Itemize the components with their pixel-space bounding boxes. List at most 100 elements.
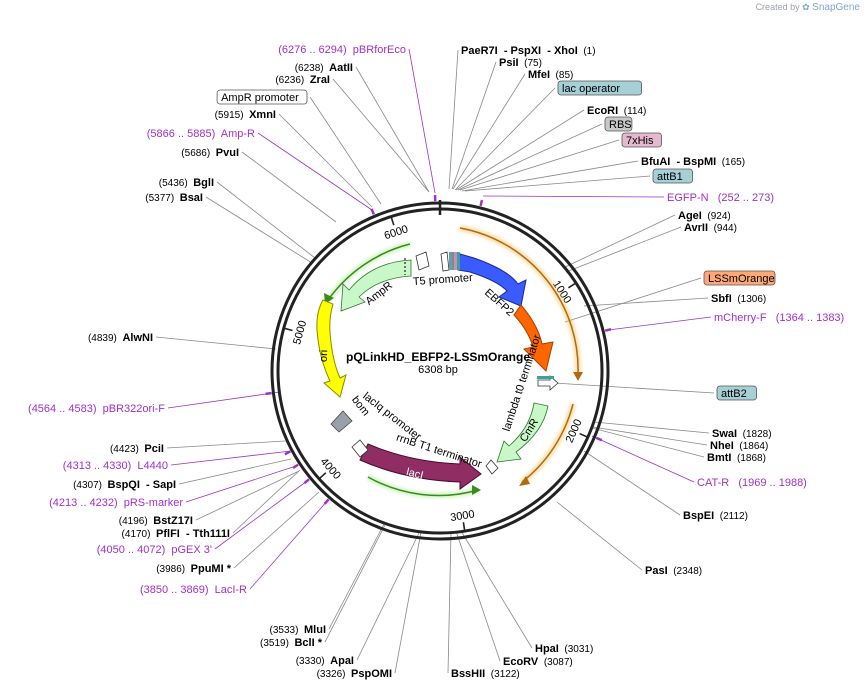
feature-ori (316, 299, 347, 398)
leader-sbfi (583, 297, 709, 307)
label-parts-paer7i: PaeR7I - PspXI - XhoI (1) (461, 45, 596, 57)
leader-aatii (355, 66, 430, 193)
hpai-part-1: (3031) (559, 644, 593, 655)
tick-2000 (579, 432, 589, 438)
aatii-part-1: AatII (329, 62, 353, 74)
label-bspei: BspEI (2112) (683, 510, 748, 522)
leader-xmni (278, 113, 373, 208)
bstz17i-text: (4196) BstZ17I (119, 515, 193, 527)
label-bfuai: BfuAI - BspMI (165) (641, 156, 745, 168)
ampr-promoter-box-text: AmpR promoter (221, 92, 299, 104)
leader-l4440 (170, 450, 292, 466)
sbfi-text: SbfI (1306) (711, 293, 766, 305)
pcii-part-1: PciI (144, 443, 164, 455)
leader-nhei (592, 426, 708, 446)
label-sbfi: SbfI (1306) (711, 293, 766, 305)
label-lssmorange-box: LSSmOrange (703, 270, 776, 286)
label-pbrforeco: (6276 .. 6294) pBRforEco (278, 44, 406, 56)
parts-paer7i-part-1: - PspXI (498, 45, 541, 57)
leader-bfuai (461, 160, 639, 192)
primer-mark-pbr322ori-f (265, 391, 272, 396)
orf-arc-cmr-line (521, 403, 574, 483)
label-prs-marker: (4213 .. 4232) pRS-marker (49, 497, 183, 509)
bcli-part-0: (3519) (260, 638, 294, 649)
attb2-box (716, 385, 757, 401)
label-bmti: BmtI (1868) (707, 452, 766, 464)
bsshii-text: BssHII (3122) (451, 668, 520, 680)
leader-apai (356, 530, 421, 661)
label-bsshii: BssHII (3122) (451, 668, 520, 680)
pbr322ori-f-text: (4564 .. 4583) pBR322ori-F (28, 403, 165, 415)
label-swai: SwaI (1828) (712, 428, 772, 440)
bstz17i-part-1: BstZ17I (153, 515, 193, 527)
bsshii-part-1: (3122) (485, 669, 519, 680)
label-aatii: (6238) AatII (295, 62, 353, 74)
pvui-text: (5686) PvuI (181, 147, 239, 159)
aatii-part-0: (6238) (295, 63, 329, 74)
site-labels: PaeR7I - PspXI - XhoI (1)PsiI (75)MfeI (… (28, 44, 844, 680)
attb1-text: attB1 (657, 171, 683, 183)
feature-ampr-promoter (415, 251, 430, 271)
l4440-text: (4313 .. 4330) L4440 (63, 460, 168, 472)
apai-part-0: (3330) (296, 656, 330, 667)
label-alwni: (4839) AlwNI (88, 332, 153, 344)
apai-part-1: ApaI (330, 655, 354, 667)
avrii-part-1: (944) (708, 223, 737, 234)
label-laci-r: (3850 .. 3869) LacI-R (140, 584, 247, 596)
label-amp-r: (5866 .. 5885) Amp-R (147, 128, 255, 140)
cat-r-text: CAT-R (1969 .. 1988) (697, 477, 807, 489)
bsai-text: (5377) BsaI (145, 192, 203, 204)
pflfi-part-1: PflFI (156, 528, 180, 540)
leader-attb1 (464, 175, 651, 192)
leader-mcherry-f (607, 316, 712, 331)
ecorv-part-0: EcoRV (503, 656, 539, 668)
label-pbr322ori-f: (4564 .. 4583) pBR322ori-F (28, 403, 165, 415)
mlui-text: (3533) MluI (270, 624, 326, 636)
leader-ecorv (455, 530, 501, 662)
leader-pbrforeco (408, 48, 436, 194)
feature-attb1 (457, 252, 460, 270)
plasmid-size: 6308 bp (418, 364, 458, 376)
his7-text: 7xHis (626, 135, 654, 147)
ecori-text: EcoRI (114) (587, 105, 646, 117)
primer-marks (265, 195, 612, 505)
bfuai-part-0: BfuAI (641, 156, 670, 168)
label-t5-promoter: T5 promoter (412, 272, 473, 288)
label-l4440: (4313 .. 4330) L4440 (63, 460, 168, 472)
parts-paer7i-part-3: (1) (578, 46, 596, 57)
feature-attb2-mark (537, 376, 554, 379)
label-cat-r: CAT-R (1969 .. 1988) (697, 477, 807, 489)
pbrforeco-text: (6276 .. 6294) pBRforEco (278, 44, 406, 56)
primer-mark-amp-r (370, 208, 376, 215)
label-pspomi: (3326) PspOMI (317, 668, 392, 680)
primer-mark-prs-marker (292, 463, 299, 469)
orf-arc-cmr-arrowhead (519, 476, 530, 486)
agei-text: AgeI (924) (678, 210, 731, 222)
label-avrii: AvrII (944) (684, 222, 737, 234)
bspqi-part-0: (4307) (73, 480, 107, 491)
tick-label-4000: 4000 (318, 456, 343, 482)
ppumi-part-1: PpuMI * (191, 563, 232, 575)
leader-laci-r (249, 499, 329, 590)
feature-lambda-t0-terminator (537, 375, 559, 391)
orf-arc-ebfp2-lss-line (459, 227, 579, 376)
parts-paer7i-text: PaeR7I - PspXI - XhoI (1) (461, 45, 596, 57)
feature-rbs (452, 252, 454, 270)
bsai-part-0: (5377) (145, 193, 179, 204)
tick-label-6000: 6000 (383, 223, 410, 242)
leader-bspei (583, 450, 681, 516)
parts-paer7i-part-0: PaeR7I (461, 45, 498, 57)
label-psii: PsiI (75) (499, 57, 542, 69)
aatii-text: (6238) AatII (295, 62, 353, 74)
amp-r-text: (5866 .. 5885) Amp-R (147, 128, 255, 140)
ecorv-part-1: (3087) (538, 657, 572, 668)
ampr-promoter-box-box (216, 89, 308, 105)
bgli-part-0: (5436) (159, 178, 193, 189)
pasi-part-1: (2348) (668, 566, 702, 577)
leader-lssmorange-box (564, 277, 702, 323)
label-attb1: attB1 (652, 168, 693, 184)
laci-r-text: (3850 .. 3869) LacI-R (140, 584, 247, 596)
pspomi-text: (3326) PspOMI (317, 668, 392, 680)
orf-arc-ebfp2-arrowhead (573, 372, 583, 381)
label-his7: 7xHis (621, 132, 662, 148)
